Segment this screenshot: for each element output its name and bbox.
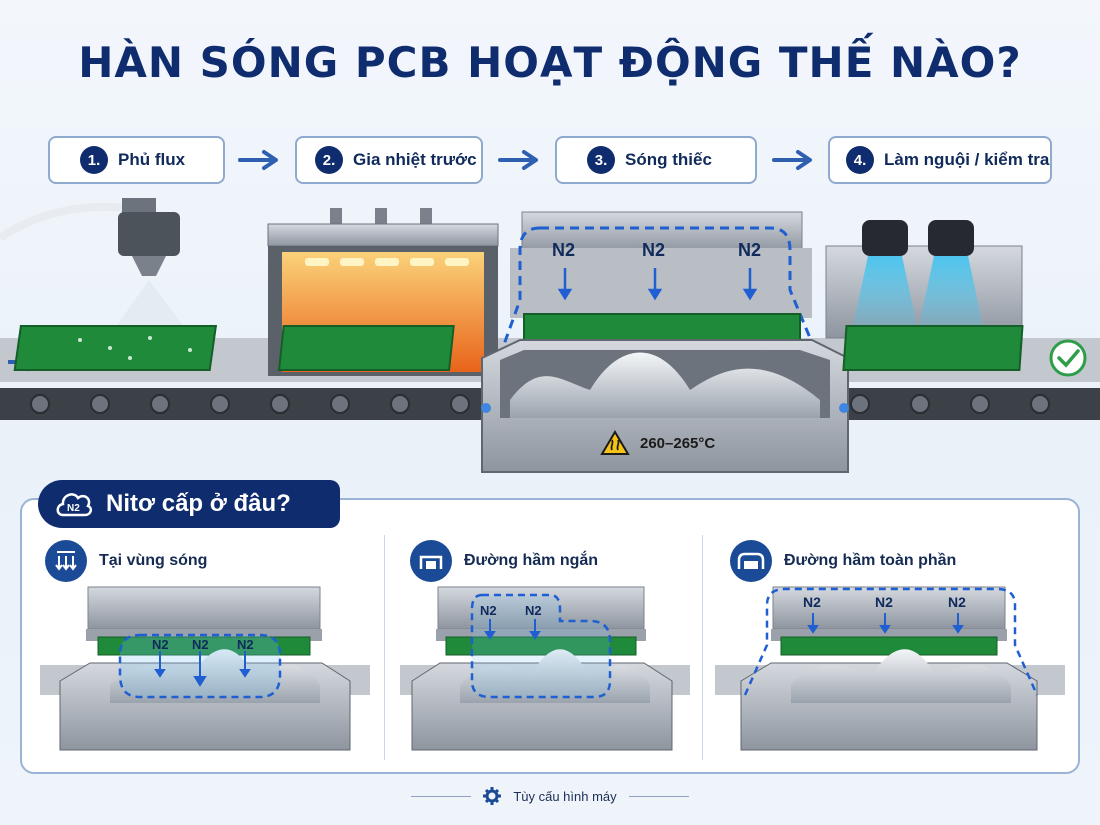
pcb-board (13, 325, 218, 371)
footer-line (411, 795, 472, 797)
temperature-value: 260–265°C (640, 434, 716, 452)
nitrogen-cloud-icon: N2 (56, 493, 93, 517)
step-number: 1. (80, 146, 108, 174)
step-solder-wave: 3. Sóng thiếc (555, 136, 757, 184)
nitrogen-panel-title: Nitơ cấp ở đâu? (106, 490, 291, 517)
option-label: Tại vùng sóng (99, 552, 208, 569)
short-tunnel-illustration: N2 N2 (400, 586, 690, 751)
nitrogen-label: N2 (192, 637, 209, 652)
option-label: Đường hầm toàn phần (784, 552, 957, 569)
arrow-right-icon (238, 150, 278, 170)
check-circle-icon (1049, 339, 1087, 377)
nitrogen-label: N2 (642, 240, 665, 260)
step-cool-inspect: 4. Làm nguội / kiểm tra (828, 136, 1052, 184)
nitrogen-label: N2 (552, 240, 575, 260)
nitrogen-label: N2 (480, 603, 497, 618)
nitrogen-label: N2 (525, 603, 542, 618)
gear-icon (483, 787, 502, 805)
option-label: Đường hầm ngắn (464, 552, 599, 569)
divider (702, 535, 703, 760)
pcb-board (523, 313, 801, 341)
step-number: 4. (846, 146, 874, 174)
arrow-right-icon (498, 150, 538, 170)
step-label: Gia nhiệt trước (353, 150, 477, 169)
flux-nozzle (118, 212, 180, 256)
full-tunnel-illustration: N2 N2 N2 (715, 586, 1065, 751)
step-preheat: 2. Gia nhiệt trước (295, 136, 483, 184)
footer: Tùy cấu hình máy (0, 787, 1100, 805)
solder-wave (510, 352, 820, 418)
step-flux: 1. Phủ flux (48, 136, 225, 184)
wave-soldering-line: N2 N2 N2 (0, 198, 1100, 473)
full-tunnel-icon (730, 540, 772, 582)
pcb-board (277, 325, 455, 371)
step-number: 3. (587, 146, 615, 174)
step-label: Phủ flux (118, 150, 186, 169)
step-number: 2. (315, 146, 343, 174)
nitrogen-label: N2 (875, 594, 893, 610)
nitrogen-label: N2 (152, 637, 169, 652)
divider (384, 535, 385, 760)
nitrogen-label: N2 (803, 594, 821, 610)
nitrogen-label: N2 (237, 637, 254, 652)
step-label: Sóng thiếc (625, 150, 712, 169)
option-wave-zone: Tại vùng sóng (45, 540, 207, 582)
down-arrows-icon (45, 540, 87, 582)
svg-text:N2: N2 (67, 503, 80, 514)
warning-hot-icon (600, 430, 630, 455)
nitrogen-tunnel-outline (540, 226, 838, 401)
footer-text: Tùy cấu hình máy (513, 788, 617, 804)
nitrogen-label: N2 (738, 240, 761, 260)
page-title: HÀN SÓNG PCB HOẠT ĐỘNG THẾ NÀO? (78, 38, 1022, 87)
footer-line (628, 795, 689, 797)
pcb-board (842, 325, 1024, 371)
step-label: Làm nguội / kiểm tra (884, 150, 1050, 169)
option-short-tunnel: Đường hầm ngắn (410, 540, 598, 582)
short-tunnel-icon (410, 540, 452, 582)
nitrogen-panel-tab: N2 Nitơ cấp ở đâu? (38, 480, 340, 528)
temperature-readout: 260–265°C (600, 430, 715, 456)
wave-zone-illustration: N2 N2 N2 (40, 586, 370, 751)
arrow-right-icon (772, 150, 812, 170)
nitrogen-label: N2 (948, 594, 966, 610)
option-full-tunnel: Đường hầm toàn phần (730, 540, 956, 582)
